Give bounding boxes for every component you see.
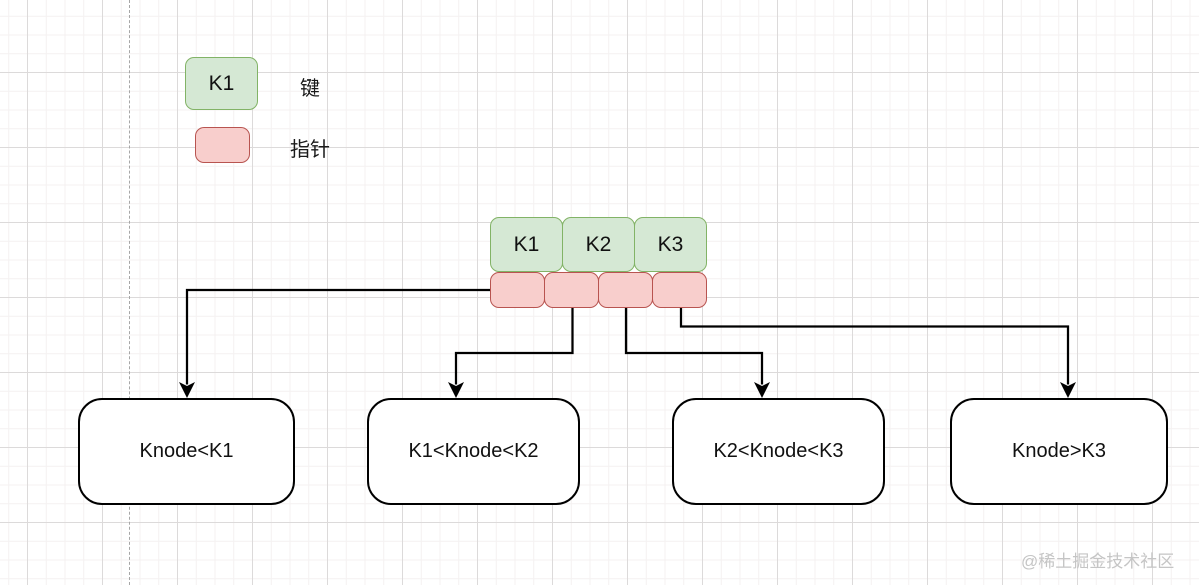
child-node-1: Knode<K1 xyxy=(78,398,295,505)
pointer-cell-4 xyxy=(652,272,707,308)
arrow-to-child-3 xyxy=(624,308,764,385)
legend-pointer-text: 指针 xyxy=(290,139,330,161)
pointer-cell-3 xyxy=(598,272,653,308)
child-node-4-label: Knode>K3 xyxy=(1012,440,1106,462)
key-cell-k3: K3 xyxy=(634,217,707,272)
key-cell-k2: K2 xyxy=(562,217,635,272)
arrowhead-child-3 xyxy=(754,382,770,398)
key-cell-k3-label: K3 xyxy=(657,232,684,256)
pointer-cell-1 xyxy=(490,272,545,308)
arrow-to-child-2 xyxy=(454,308,574,385)
legend-key-box-label: K1 xyxy=(208,71,235,95)
child-node-4: Knode>K3 xyxy=(950,398,1168,505)
arrow-to-child-4 xyxy=(679,308,1070,385)
page-boundary-dashed-line xyxy=(129,0,130,585)
btree-node-keys-row: K1 K2 K3 xyxy=(490,217,707,272)
watermark: @稀土掘金技术社区 xyxy=(1021,552,1175,571)
child-node-3-label: K2<Knode<K3 xyxy=(713,440,844,462)
key-cell-k1-label: K1 xyxy=(513,232,540,256)
arrowhead-child-1 xyxy=(179,382,195,398)
legend-key-text: 键 xyxy=(300,78,320,100)
child-node-2-label: K1<Knode<K2 xyxy=(408,440,539,462)
pointer-cell-2 xyxy=(544,272,599,308)
key-cell-k2-label: K2 xyxy=(585,232,612,256)
arrowhead-child-2 xyxy=(448,382,464,398)
arrowhead-child-4 xyxy=(1060,382,1076,398)
child-node-1-label: Knode<K1 xyxy=(139,440,234,462)
child-node-2: K1<Knode<K2 xyxy=(367,398,580,505)
legend-pointer-box xyxy=(195,127,250,163)
child-node-3: K2<Knode<K3 xyxy=(672,398,885,505)
arrow-to-child-1 xyxy=(185,288,490,385)
btree-node-pointers-row xyxy=(490,272,707,308)
key-cell-k1: K1 xyxy=(490,217,563,272)
legend-key-box: K1 xyxy=(185,57,258,110)
